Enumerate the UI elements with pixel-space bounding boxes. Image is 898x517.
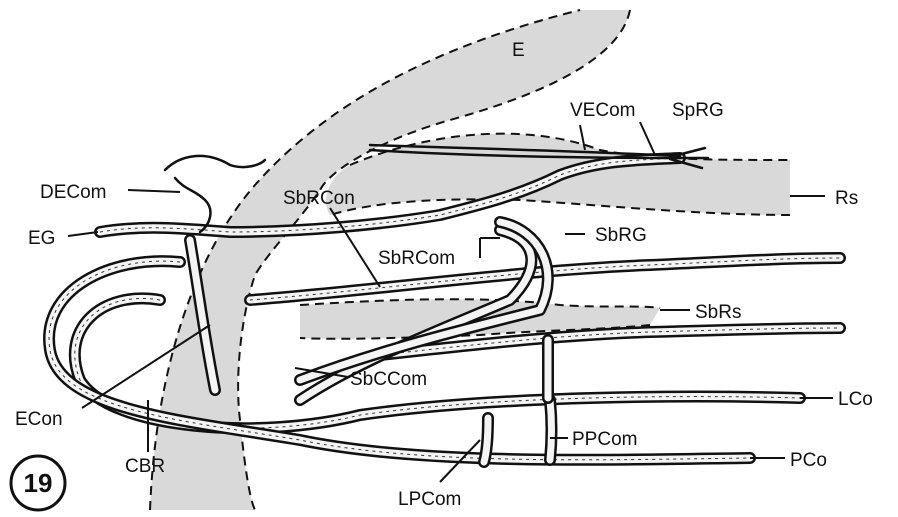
label-LCo: LCo (838, 389, 873, 410)
label-PCo: PCo (790, 450, 827, 471)
label-SbCCom: SbCCom (350, 369, 427, 390)
label-E: E (512, 40, 525, 61)
label-LPCom: LPCom (398, 489, 461, 510)
label-EG: EG (28, 228, 55, 249)
label-SbRs: SbRs (695, 302, 741, 323)
label-SbRG: SbRG (595, 225, 647, 246)
label-PPCom: PPCom (572, 429, 637, 450)
label-SbRCom: SbRCom (378, 248, 455, 269)
label-ECon: ECon (15, 409, 63, 430)
label-CBR: CBR (125, 456, 165, 477)
label-DECom: DECom (40, 182, 107, 203)
figure-number: 19 (24, 468, 53, 498)
label-SpRG: SpRG (672, 100, 724, 121)
label-VECom: VECom (570, 100, 635, 121)
label-Rs: Rs (835, 188, 858, 209)
label-SbRCon: SbRCon (283, 188, 355, 209)
